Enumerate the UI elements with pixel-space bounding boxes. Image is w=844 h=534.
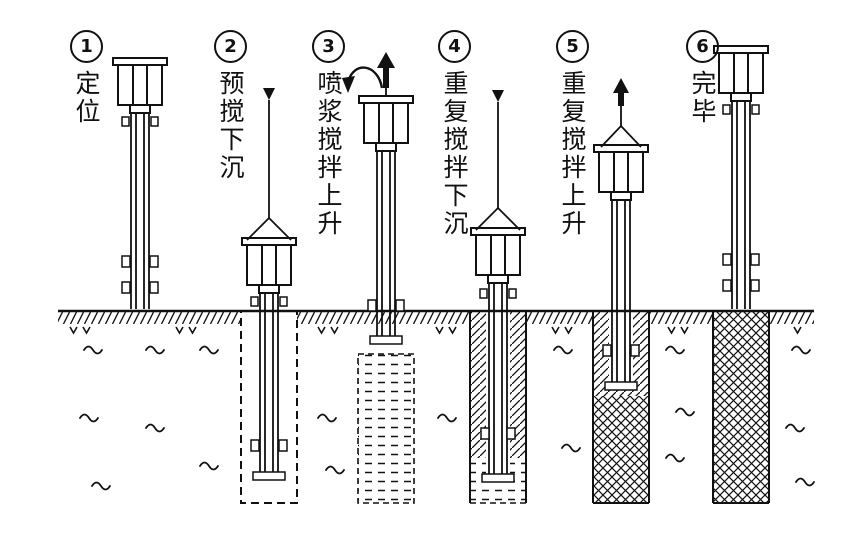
lifting-sling xyxy=(246,217,292,241)
down-arrow xyxy=(475,90,521,231)
pile-fill xyxy=(713,311,769,503)
stage-2-rig xyxy=(241,88,297,481)
rig-shaft xyxy=(259,293,279,472)
rig-shaft xyxy=(376,151,396,336)
ground-hatch xyxy=(58,312,814,324)
soil-squiggles xyxy=(79,345,815,491)
lifting-sling xyxy=(475,207,521,231)
rig-gearbox xyxy=(713,45,769,102)
rig-shaft xyxy=(130,113,150,309)
stage-6-rig xyxy=(713,45,769,309)
mixing-blades xyxy=(722,104,760,292)
down-arrow xyxy=(246,88,292,241)
up-arrow xyxy=(600,78,642,148)
stage-5-rig xyxy=(593,78,649,391)
grass-marks xyxy=(69,326,802,335)
grout-column-outline xyxy=(357,353,415,504)
grout-spray-arrow xyxy=(342,66,384,93)
rig-gearbox xyxy=(241,237,297,294)
up-arrow xyxy=(377,52,395,96)
stage-4-mixed-column xyxy=(469,311,527,504)
stage-4-rig xyxy=(470,90,526,483)
rig-shaft xyxy=(488,283,508,474)
stage-1-rig xyxy=(112,57,168,309)
stage-3-rig xyxy=(342,52,414,345)
mixing-blades xyxy=(367,299,405,345)
stage-6-finished-pile xyxy=(712,311,770,504)
rig-gearbox xyxy=(358,95,414,152)
grout-fill xyxy=(358,354,414,503)
lifting-sling xyxy=(600,125,642,148)
rig-gearbox xyxy=(593,144,649,201)
rig-gearbox xyxy=(112,57,168,114)
rig-shaft xyxy=(611,200,631,382)
stage-5-mixed-column xyxy=(592,311,650,504)
mixing-blades xyxy=(250,296,288,481)
rig-gearbox xyxy=(470,227,526,284)
rig-shaft xyxy=(731,101,751,309)
remixed-fill xyxy=(593,396,649,503)
mixing-blades xyxy=(121,116,159,294)
mixing-blades xyxy=(602,344,640,391)
stage-3-grout-column xyxy=(357,353,415,504)
mixing-blades xyxy=(479,288,517,483)
